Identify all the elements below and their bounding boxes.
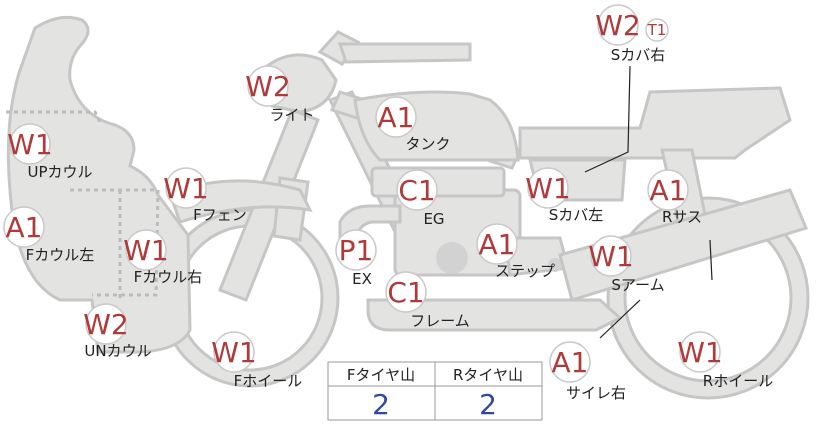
part-label: UPカウル xyxy=(27,163,92,181)
leader-lines xyxy=(584,65,713,339)
code-badge-bg xyxy=(335,229,377,271)
step-peg-shape xyxy=(548,258,562,272)
damage-code: A1 xyxy=(479,228,516,261)
rear-tread-value: 2 xyxy=(479,388,497,421)
code-badge-bg xyxy=(3,206,45,248)
damage-code: W1 xyxy=(211,336,257,369)
damage-code: A1 xyxy=(378,101,415,134)
code-badge-bg xyxy=(213,331,255,373)
part-label: Sカバ右 xyxy=(611,46,666,64)
damage-code: W1 xyxy=(588,240,634,273)
part-label: ライト xyxy=(269,106,314,124)
front-tread-value: 2 xyxy=(372,388,390,421)
damage-code: W2 xyxy=(595,9,641,42)
code-badge-bg xyxy=(85,303,127,345)
sub-code-badge-bg xyxy=(645,18,669,42)
part-label: Fホイール xyxy=(234,372,303,390)
damage-code: W2 xyxy=(245,70,291,103)
damage-code: A1 xyxy=(552,346,589,379)
damage-code: W1 xyxy=(525,172,571,205)
sub-damage-code: T1 xyxy=(647,21,667,39)
code-badge-bg xyxy=(549,341,591,383)
rear-tread-header: Rタイヤ山 xyxy=(453,366,523,384)
handlebar-bar-shape xyxy=(337,42,472,64)
damage-code: W1 xyxy=(163,172,209,205)
code-badge-bg xyxy=(396,169,438,211)
part-label: Sカバ左 xyxy=(549,206,604,224)
tire-tread-table: Fタイヤ山 Rタイヤ山 2 2 xyxy=(327,361,543,421)
leader-sidecover-right xyxy=(584,65,631,173)
code-badge-bg xyxy=(375,96,417,138)
damage-code: A1 xyxy=(6,211,43,244)
engine-head-shape xyxy=(370,166,506,198)
code-badge-bg xyxy=(385,271,427,313)
code-badge-bg xyxy=(590,235,632,277)
part-label: サイレ右 xyxy=(566,384,626,402)
damage-code: W1 xyxy=(677,336,723,369)
cowl-seam-upper xyxy=(6,110,102,123)
part-label: Rサス xyxy=(662,208,702,226)
part-label: UNカウル xyxy=(84,342,151,360)
code-badge-bg xyxy=(527,167,569,209)
code-badge-bg xyxy=(647,169,689,211)
engine-cover-shape xyxy=(436,242,468,274)
part-label: タンク xyxy=(405,135,450,153)
damage-code: C1 xyxy=(398,174,435,207)
part-label: Rホイール xyxy=(703,372,773,390)
part-label: EG xyxy=(423,210,444,228)
leader-rear-suspension xyxy=(709,239,713,281)
part-label: Fカウル左 xyxy=(26,246,95,264)
part-label: フレーム xyxy=(410,312,470,330)
part-label: EX xyxy=(352,270,372,288)
front-tread-header: Fタイヤ山 xyxy=(347,366,415,384)
damage-code: W2 xyxy=(83,308,129,341)
damage-code: C1 xyxy=(387,276,424,309)
part-label: Fフェン xyxy=(193,206,247,224)
code-badge-bg xyxy=(165,167,207,209)
damage-code: W1 xyxy=(7,128,53,161)
damage-code: P1 xyxy=(339,234,374,267)
code-badge-bg xyxy=(679,331,721,373)
handlebar-shape xyxy=(317,30,361,66)
damage-code: W1 xyxy=(123,234,169,267)
code-badge-bg xyxy=(9,123,51,165)
seat-tail-shape xyxy=(518,86,792,160)
part-label: Sアーム xyxy=(611,276,664,294)
cowl-seam-lower xyxy=(70,188,160,297)
damage-code: A1 xyxy=(650,174,687,207)
code-badge-bg xyxy=(247,65,289,107)
part-label: ステップ xyxy=(495,262,555,280)
part-label: Fカウル右 xyxy=(134,268,203,286)
code-badge-bg xyxy=(125,229,167,271)
leader-silencer-right xyxy=(599,299,641,339)
code-badge-bg xyxy=(597,4,639,46)
code-badge-bg xyxy=(476,223,518,265)
lower-frame-shape xyxy=(366,298,623,332)
